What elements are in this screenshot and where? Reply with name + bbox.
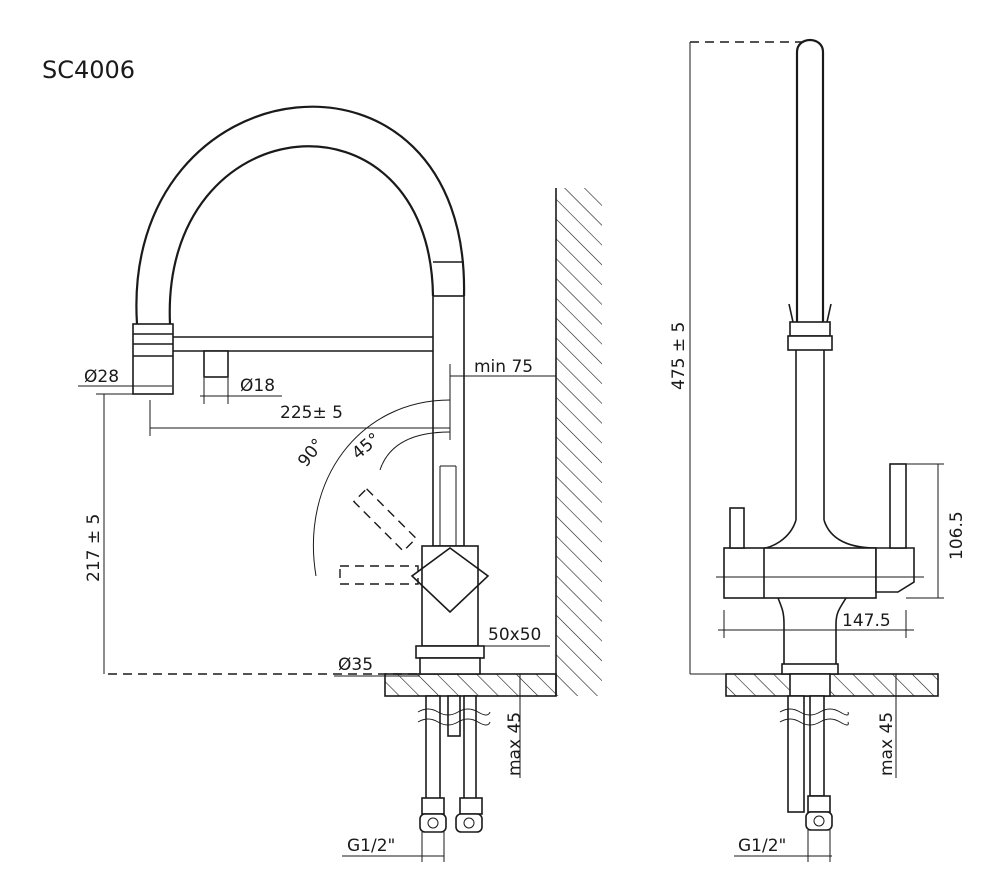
supply-pipes-left <box>417 695 491 833</box>
body-section-label: 50x50 <box>488 625 541 645</box>
lever-rotation-label: 90° <box>294 435 328 471</box>
reach-label: 225± 5 <box>280 403 343 423</box>
lever-angle-label: 45° <box>348 429 384 464</box>
side-view: 90° 45° 217 ± 5 Ø28 <box>78 105 602 862</box>
countertop-left <box>384 673 557 697</box>
spout-outlet-diameter-label: Ø18 <box>240 376 275 396</box>
front-dimensions: 475 ± 5 106.5 147.5 max 45 G1/2" <box>669 41 967 862</box>
supply-pipes-right <box>779 673 849 831</box>
flexible-hose <box>135 105 466 325</box>
height-under-spout-label: 217 ± 5 <box>84 514 104 582</box>
model-number: SC4006 <box>42 56 135 84</box>
front-hose <box>787 38 833 351</box>
mixer-body <box>410 545 490 675</box>
holder-arm <box>132 323 433 395</box>
countertop-right <box>725 673 939 697</box>
front-mixer-body <box>723 547 915 675</box>
connection-left-label: G1/2" <box>347 836 395 856</box>
front-handles <box>729 463 907 549</box>
total-height-label: 475 ± 5 <box>669 322 689 390</box>
connection-right-label: G1/2" <box>738 836 786 856</box>
wall <box>555 188 602 696</box>
lever-positions <box>339 487 419 585</box>
wall-clearance-label: min 75 <box>474 357 533 377</box>
side-dimensions: 217 ± 5 Ø28 Ø18 225± 5 min 75 50x50 Ø35 <box>78 357 556 862</box>
base-diameter-label: Ø35 <box>338 655 373 675</box>
spray-head-diameter-label: Ø28 <box>84 367 119 387</box>
handle-height-label: 106.5 <box>947 511 967 560</box>
body-width-label: 147.5 <box>842 611 891 631</box>
max-counter-thickness-right-label: max 45 <box>877 712 897 776</box>
max-counter-thickness-left-label: max 45 <box>505 712 525 776</box>
spout-column <box>432 295 465 547</box>
front-view: 475 ± 5 106.5 147.5 max 45 G1/2" <box>669 38 967 862</box>
front-column <box>763 350 877 549</box>
